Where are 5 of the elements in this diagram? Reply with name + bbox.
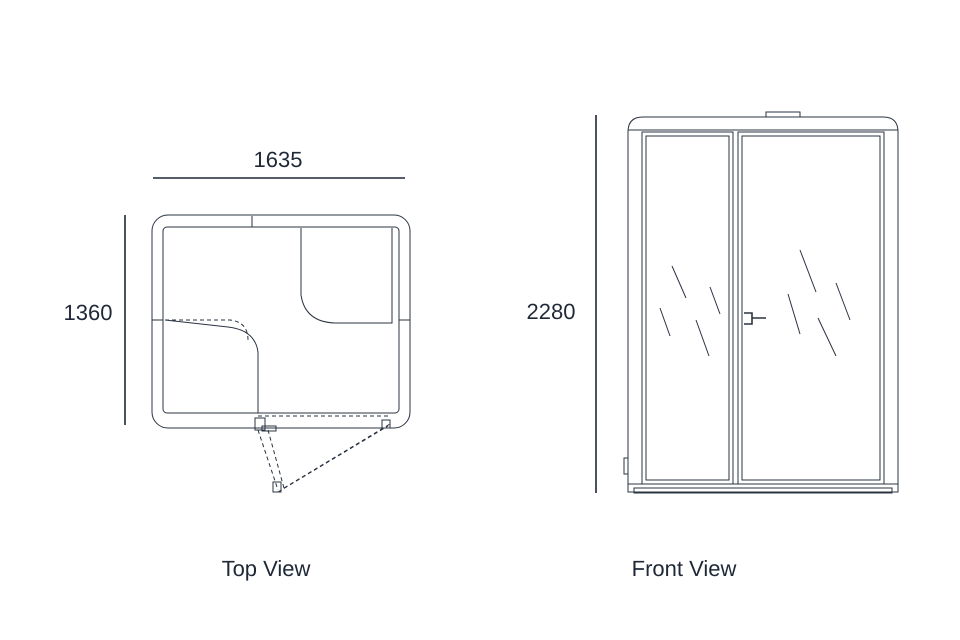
view-caption: Front View bbox=[632, 558, 736, 580]
dimension-value: 2280 bbox=[526, 301, 576, 323]
dimension-value: 1635 bbox=[254, 149, 302, 171]
dimension-value: 1360 bbox=[64, 302, 112, 324]
view-caption: Top View bbox=[222, 558, 310, 580]
